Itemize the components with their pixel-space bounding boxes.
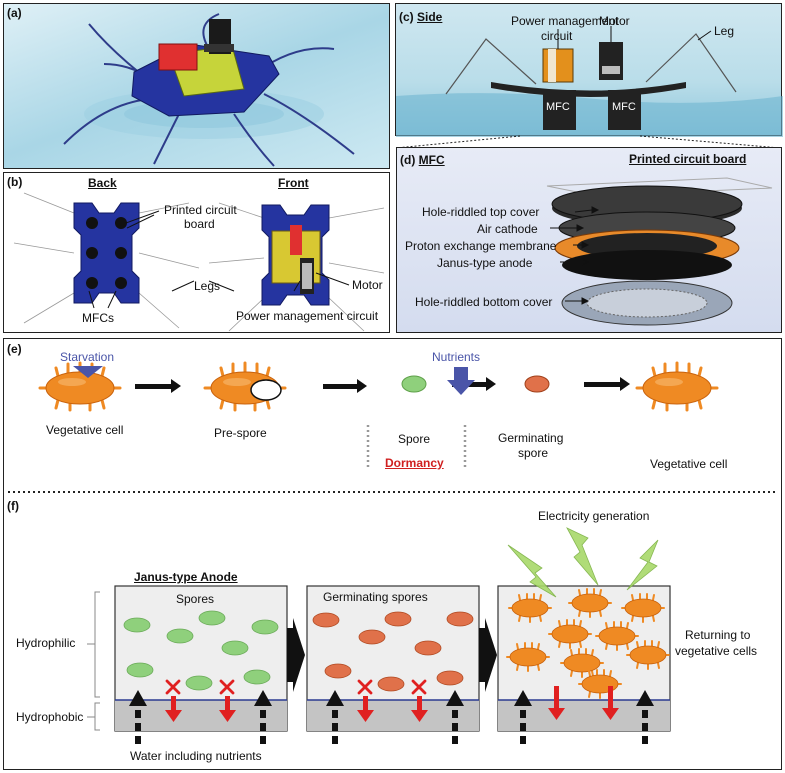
germinating-spore-cell [524, 375, 550, 393]
up-arrow-3 [326, 690, 344, 744]
pcb-label-line1: Printed circuit [164, 203, 237, 217]
panel-f-label: (f) [7, 499, 19, 513]
mfc-exploded-illustration [546, 177, 773, 326]
mfc-layer-pem: Proton exchange membrane [405, 239, 557, 253]
stage-vegetative-1: Vegetative cell [46, 423, 124, 437]
spores-label: Spores [176, 592, 215, 606]
janus-anode-title: Janus-type Anode [134, 570, 238, 584]
spore-cell [401, 375, 427, 393]
stage-vegetative-2: Vegetative cell [650, 457, 728, 471]
stage-germinating-line1: Germinating [498, 431, 564, 445]
starvation-label: Starvation [60, 350, 115, 364]
front-title: Front [278, 176, 309, 190]
pcb-title-d: Printed circuit board [629, 152, 747, 166]
robot-back-front-illustration [13, 192, 385, 332]
stage-pre-spore: Pre-spore [214, 426, 267, 440]
side-title: Side [417, 10, 443, 24]
up-arrow-1 [129, 690, 147, 744]
up-arrow-2 [254, 690, 272, 744]
mfc-title: MFC [418, 153, 445, 167]
stage-germinating-line2: spore [518, 446, 549, 460]
up-arrow-6 [636, 690, 654, 744]
panel-b: (b) Back Front [3, 172, 390, 333]
legs-label: Legs [194, 279, 221, 293]
robot-photo-illustration [63, 13, 355, 167]
pmc-label-c-line2: circuit [541, 29, 573, 43]
panel-b-label: (b) [7, 175, 23, 189]
mfc-layer-air-cathode: Air cathode [477, 222, 538, 236]
mfc-right-label: MFC [612, 101, 636, 113]
mfcs-label: MFCs [82, 311, 114, 325]
mfc-layer-top-cover: Hole-riddled top cover [422, 205, 540, 219]
pcb-label-line2: board [184, 217, 215, 231]
motor-label-b: Motor [352, 278, 383, 292]
panel-a-label: (a) [7, 6, 22, 20]
nutrients-label: Nutrients [432, 350, 481, 364]
mfc-layer-bottom-cover: Hole-riddled bottom cover [415, 295, 553, 309]
panel-c: (c) Side Power management circuit Motor … [395, 3, 783, 137]
up-arrow-5 [514, 690, 532, 744]
motor-label-c: Motor [599, 14, 630, 28]
pre-spore-inclusion [250, 379, 282, 401]
panel-c-label: (c) Side [399, 10, 443, 24]
water-nutrients-label: Water including nutrients [130, 749, 262, 763]
germinating-spores-label: Germinating spores [323, 590, 428, 604]
panel-a: (a) [3, 3, 390, 169]
up-arrow-4 [446, 690, 464, 744]
stage-spore: Spore [398, 432, 431, 446]
mfc-left-label: MFC [546, 101, 570, 113]
panel-d-label: (d) MFC [400, 153, 445, 167]
hydrophobic-label: Hydrophobic [16, 710, 84, 724]
hydrophilic-label: Hydrophilic [16, 636, 76, 650]
back-title: Back [88, 176, 117, 190]
pmc-label-c-line1: Power management [511, 14, 619, 28]
pmc-label-b: Power management circuit [236, 309, 379, 323]
electricity-generation-label: Electricity generation [538, 509, 650, 523]
dormancy-label: Dormancy [385, 456, 444, 470]
side-view-illustration [396, 26, 783, 137]
returning-label-line1: Returning to [685, 628, 751, 642]
panel-d: (d) MFC Printed circuit board Hole-riddl… [396, 147, 782, 333]
returning-label-line2: vegetative cells [675, 644, 758, 658]
mfc-layer-anode: Janus-type anode [437, 256, 533, 270]
leg-label-c: Leg [714, 24, 735, 38]
panel-e-label: (e) [7, 342, 22, 356]
